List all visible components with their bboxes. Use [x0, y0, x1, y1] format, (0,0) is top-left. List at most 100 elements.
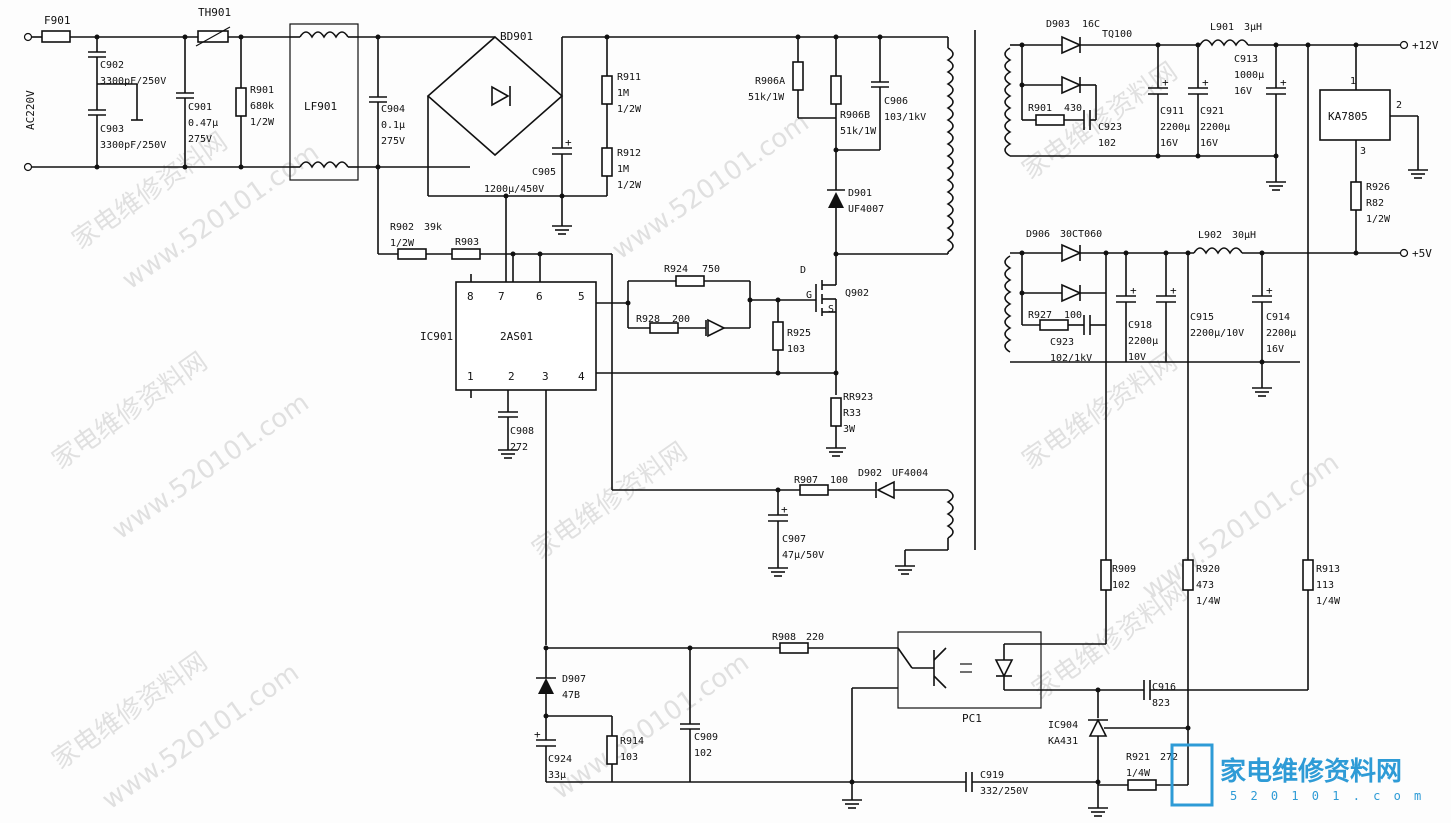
r913-power: 1/4W [1316, 596, 1341, 607]
r923-value: R33 [843, 408, 861, 419]
c905-value: 1200μ/450V [484, 184, 544, 195]
svg-text:+: + [1170, 284, 1177, 297]
r912-power: 1/2W [617, 180, 642, 191]
c914-voltage: 16V [1266, 344, 1284, 355]
svg-text:+: + [565, 136, 572, 149]
d901-value: UF4007 [848, 204, 884, 215]
optocoupler [897, 631, 1042, 709]
r928-value: 200 [672, 314, 690, 325]
c905-label: C905 [532, 167, 556, 178]
watermark-text: 家电维修资料网 [527, 437, 693, 566]
ic901-label: IC901 [420, 330, 453, 343]
l901-value: 3μH [1244, 22, 1262, 33]
output-5v-label: +5V [1412, 247, 1432, 260]
c911-label: C911 [1160, 106, 1184, 117]
c911-value: 2200μ [1160, 122, 1190, 133]
svg-text:+: + [781, 503, 788, 516]
c906-label: C906 [884, 96, 908, 107]
vcc-section: R908 220 D907 47B + C924 33μ R914 103 C9… [534, 390, 913, 782]
c916-value: 823 [1152, 698, 1170, 709]
watermark-layer: 家电维修资料网 www.520101.com 家电维修资料网 www.52010… [47, 57, 1345, 816]
c915-label: C915 [1190, 312, 1214, 323]
svg-text:+: + [1130, 284, 1137, 297]
r909-label: R909 [1112, 564, 1136, 575]
c904-label: C904 [381, 104, 405, 115]
d902-label: D902 [858, 468, 882, 479]
c904-voltage: 275V [381, 136, 405, 147]
r912-value: 1M [617, 164, 629, 175]
site-logo: 家电维修资料网 5 2 0 1 0 1 . c o m [1170, 743, 1424, 807]
feedback-section: R909 102 R920 473 1/4W R913 113 1/4W C91… [546, 559, 1341, 817]
svg-text:3: 3 [1360, 146, 1366, 157]
c921-voltage: 16V [1200, 138, 1218, 149]
r923-label: RR923 [843, 392, 873, 403]
watermark-text: 家电维修资料网 [47, 347, 213, 476]
c907-value: 47μ/50V [782, 550, 824, 561]
controller-section: R902 39k 1/2W R903 IC901 2AS01 8 7 6 5 1… [378, 222, 954, 577]
d907-value: 47B [562, 690, 580, 701]
c902-value: 3300pF/250V [100, 76, 166, 87]
c901-label: C901 [188, 102, 212, 113]
watermark-url: www.520101.com [117, 138, 325, 296]
d903-value: 16C [1082, 19, 1100, 30]
ic904-label: IC904 [1048, 720, 1078, 731]
l902-label: L902 [1198, 230, 1222, 241]
c921-label: C921 [1200, 106, 1224, 117]
q902-g: G [806, 290, 812, 301]
fuse [41, 30, 71, 43]
output-12v-label: +12V [1412, 39, 1439, 52]
r924-value: 750 [702, 264, 720, 275]
ac-input-label: AC220V [24, 90, 37, 130]
svg-text:2: 2 [508, 370, 515, 383]
lf901-label: LF901 [304, 100, 337, 113]
ic901-part: 2AS01 [500, 330, 533, 343]
svg-text:+: + [1280, 76, 1287, 89]
d903-label: D903 [1046, 19, 1070, 30]
svg-text:+: + [534, 728, 541, 741]
r912-label: R912 [617, 148, 641, 159]
bridge-rectifier: BD901 [426, 30, 948, 197]
svg-text:7: 7 [498, 290, 505, 303]
r911-power: 1/2W [617, 104, 642, 115]
snubber-section: R906A 51k/1W R906B 51k/1W C906 103/1kV D… [748, 30, 976, 550]
c904-value: 0.1μ [381, 120, 405, 131]
svg-text:5: 5 [578, 290, 585, 303]
q902-s: S [828, 304, 834, 315]
d902-value: UF4004 [892, 468, 928, 479]
r902-value: 39k [424, 222, 442, 233]
svg-text:+: + [1162, 76, 1169, 89]
r907-label: R907 [794, 475, 818, 486]
d907-label: D907 [562, 674, 586, 685]
r920-value: 473 [1196, 580, 1214, 591]
c916-label: C916 [1152, 682, 1176, 693]
d903-part: TQ100 [1102, 29, 1132, 40]
r901b-label: R901 [1028, 103, 1052, 114]
ka7805-box [1319, 89, 1391, 141]
c919-value: 332/250V [980, 786, 1028, 797]
r920-power: 1/4W [1196, 596, 1221, 607]
c907-label: C907 [782, 534, 806, 545]
q902-label: Q902 [845, 288, 869, 299]
c908-value: 272 [510, 442, 528, 453]
line-filter [289, 23, 359, 181]
r903-label: R903 [455, 237, 479, 248]
input-section: AC220V F901 TH901 C902 3300pF/250V C903 … [23, 6, 470, 254]
c911-voltage: 16V [1160, 138, 1178, 149]
r901b-value: 430 [1064, 103, 1082, 114]
svg-text:3: 3 [542, 370, 549, 383]
r908-value: 220 [806, 632, 824, 643]
c914-value: 2200μ [1266, 328, 1296, 339]
r921-value: 272 [1160, 752, 1178, 763]
resistor [235, 87, 247, 117]
c923a-value: 102 [1098, 138, 1116, 149]
output-terminal-12v [1399, 40, 1409, 50]
c923a-label: C923 [1098, 122, 1122, 133]
c918-voltage: 10V [1128, 352, 1146, 363]
svg-text:6: 6 [536, 290, 543, 303]
r906a-label: R906A [755, 76, 785, 87]
logo-url: 5 2 0 1 0 1 . c o m [1230, 789, 1424, 803]
r906b-value: 51k/1W [840, 126, 877, 137]
r927-label: R927 [1028, 310, 1052, 321]
ka7805-label: KA7805 [1328, 110, 1368, 123]
